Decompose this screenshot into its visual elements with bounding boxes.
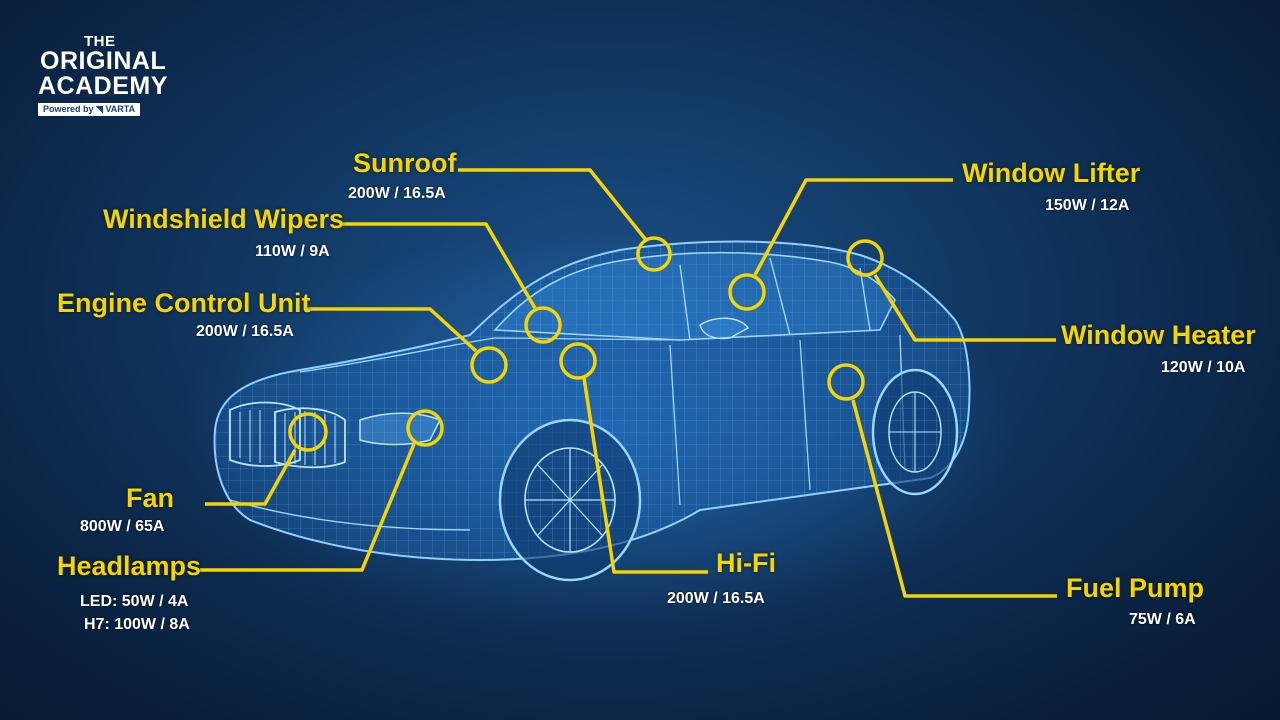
leader-fan xyxy=(205,449,297,506)
target-window-heater xyxy=(846,239,884,277)
label-window-lifter-title: Window Lifter xyxy=(962,158,1141,188)
callout-lines xyxy=(200,168,1057,598)
label-windshield-wipers-title: Windshield Wipers xyxy=(103,204,345,234)
original-academy-logo: THE ORIGINAL ACADEMY Powered by ◥ VARTA xyxy=(34,34,184,126)
leader-windshield-wipers xyxy=(340,222,537,309)
leader-fuel-pump xyxy=(851,399,1057,598)
leader-window-heater xyxy=(873,274,1056,342)
target-hifi xyxy=(559,342,597,380)
leader-headlamps xyxy=(200,443,416,572)
leader-window-lifter xyxy=(753,178,953,276)
target-window-lifter xyxy=(728,273,766,311)
target-window-heater-pump xyxy=(827,363,865,401)
label-window-lifter-spec: 150W / 12A xyxy=(1045,197,1130,214)
label-window-heater-title: Window Heater xyxy=(1061,320,1256,350)
front-wheel xyxy=(498,418,642,582)
label-hifi-title: Hi-Fi xyxy=(716,548,776,578)
label-headlamps-title: Headlamps xyxy=(57,551,202,581)
logo-powered-by: Powered by ◥ VARTA xyxy=(38,103,141,116)
label-headlamps-spec-led: LED: 50W / 4A xyxy=(80,593,189,610)
logo-line-the: THE xyxy=(84,33,116,50)
callout-targets xyxy=(288,236,884,452)
label-fuel-pump-title: Fuel Pump xyxy=(1066,573,1205,603)
label-windshield-wipers-spec: 110W / 9A xyxy=(255,243,330,260)
leader-engine-control-unit xyxy=(305,307,478,353)
leader-hifi xyxy=(582,377,708,574)
rear-wheel xyxy=(871,368,959,496)
label-engine-control-unit-title: Engine Control Unit xyxy=(57,288,311,318)
label-sunroof-title: Sunroof xyxy=(353,148,457,178)
target-engine-control-unit xyxy=(470,346,508,384)
logo-line-academy: ACADEMY xyxy=(38,72,168,100)
leader-sunroof xyxy=(458,168,648,242)
label-engine-control-unit-spec: 200W / 16.5A xyxy=(196,323,294,340)
label-hifi-spec: 200W / 16.5A xyxy=(667,590,765,607)
target-sunroof xyxy=(636,236,672,272)
label-fuel-pump-spec: 75W / 6A xyxy=(1129,611,1196,628)
target-fan xyxy=(288,412,328,452)
label-window-heater-spec: 120W / 10A xyxy=(1161,359,1246,376)
label-headlamps-spec-h7: H7: 100W / 8A xyxy=(84,616,190,633)
target-headlamps xyxy=(406,409,444,447)
car-body xyxy=(213,240,971,562)
logo-line-original: ORIGINAL xyxy=(40,47,167,75)
label-sunroof-spec: 200W / 16.5A xyxy=(348,185,446,202)
label-fan-spec: 800W / 65A xyxy=(80,518,165,535)
label-fan-title: Fan xyxy=(126,483,175,513)
target-windshield-wipers xyxy=(524,306,562,344)
